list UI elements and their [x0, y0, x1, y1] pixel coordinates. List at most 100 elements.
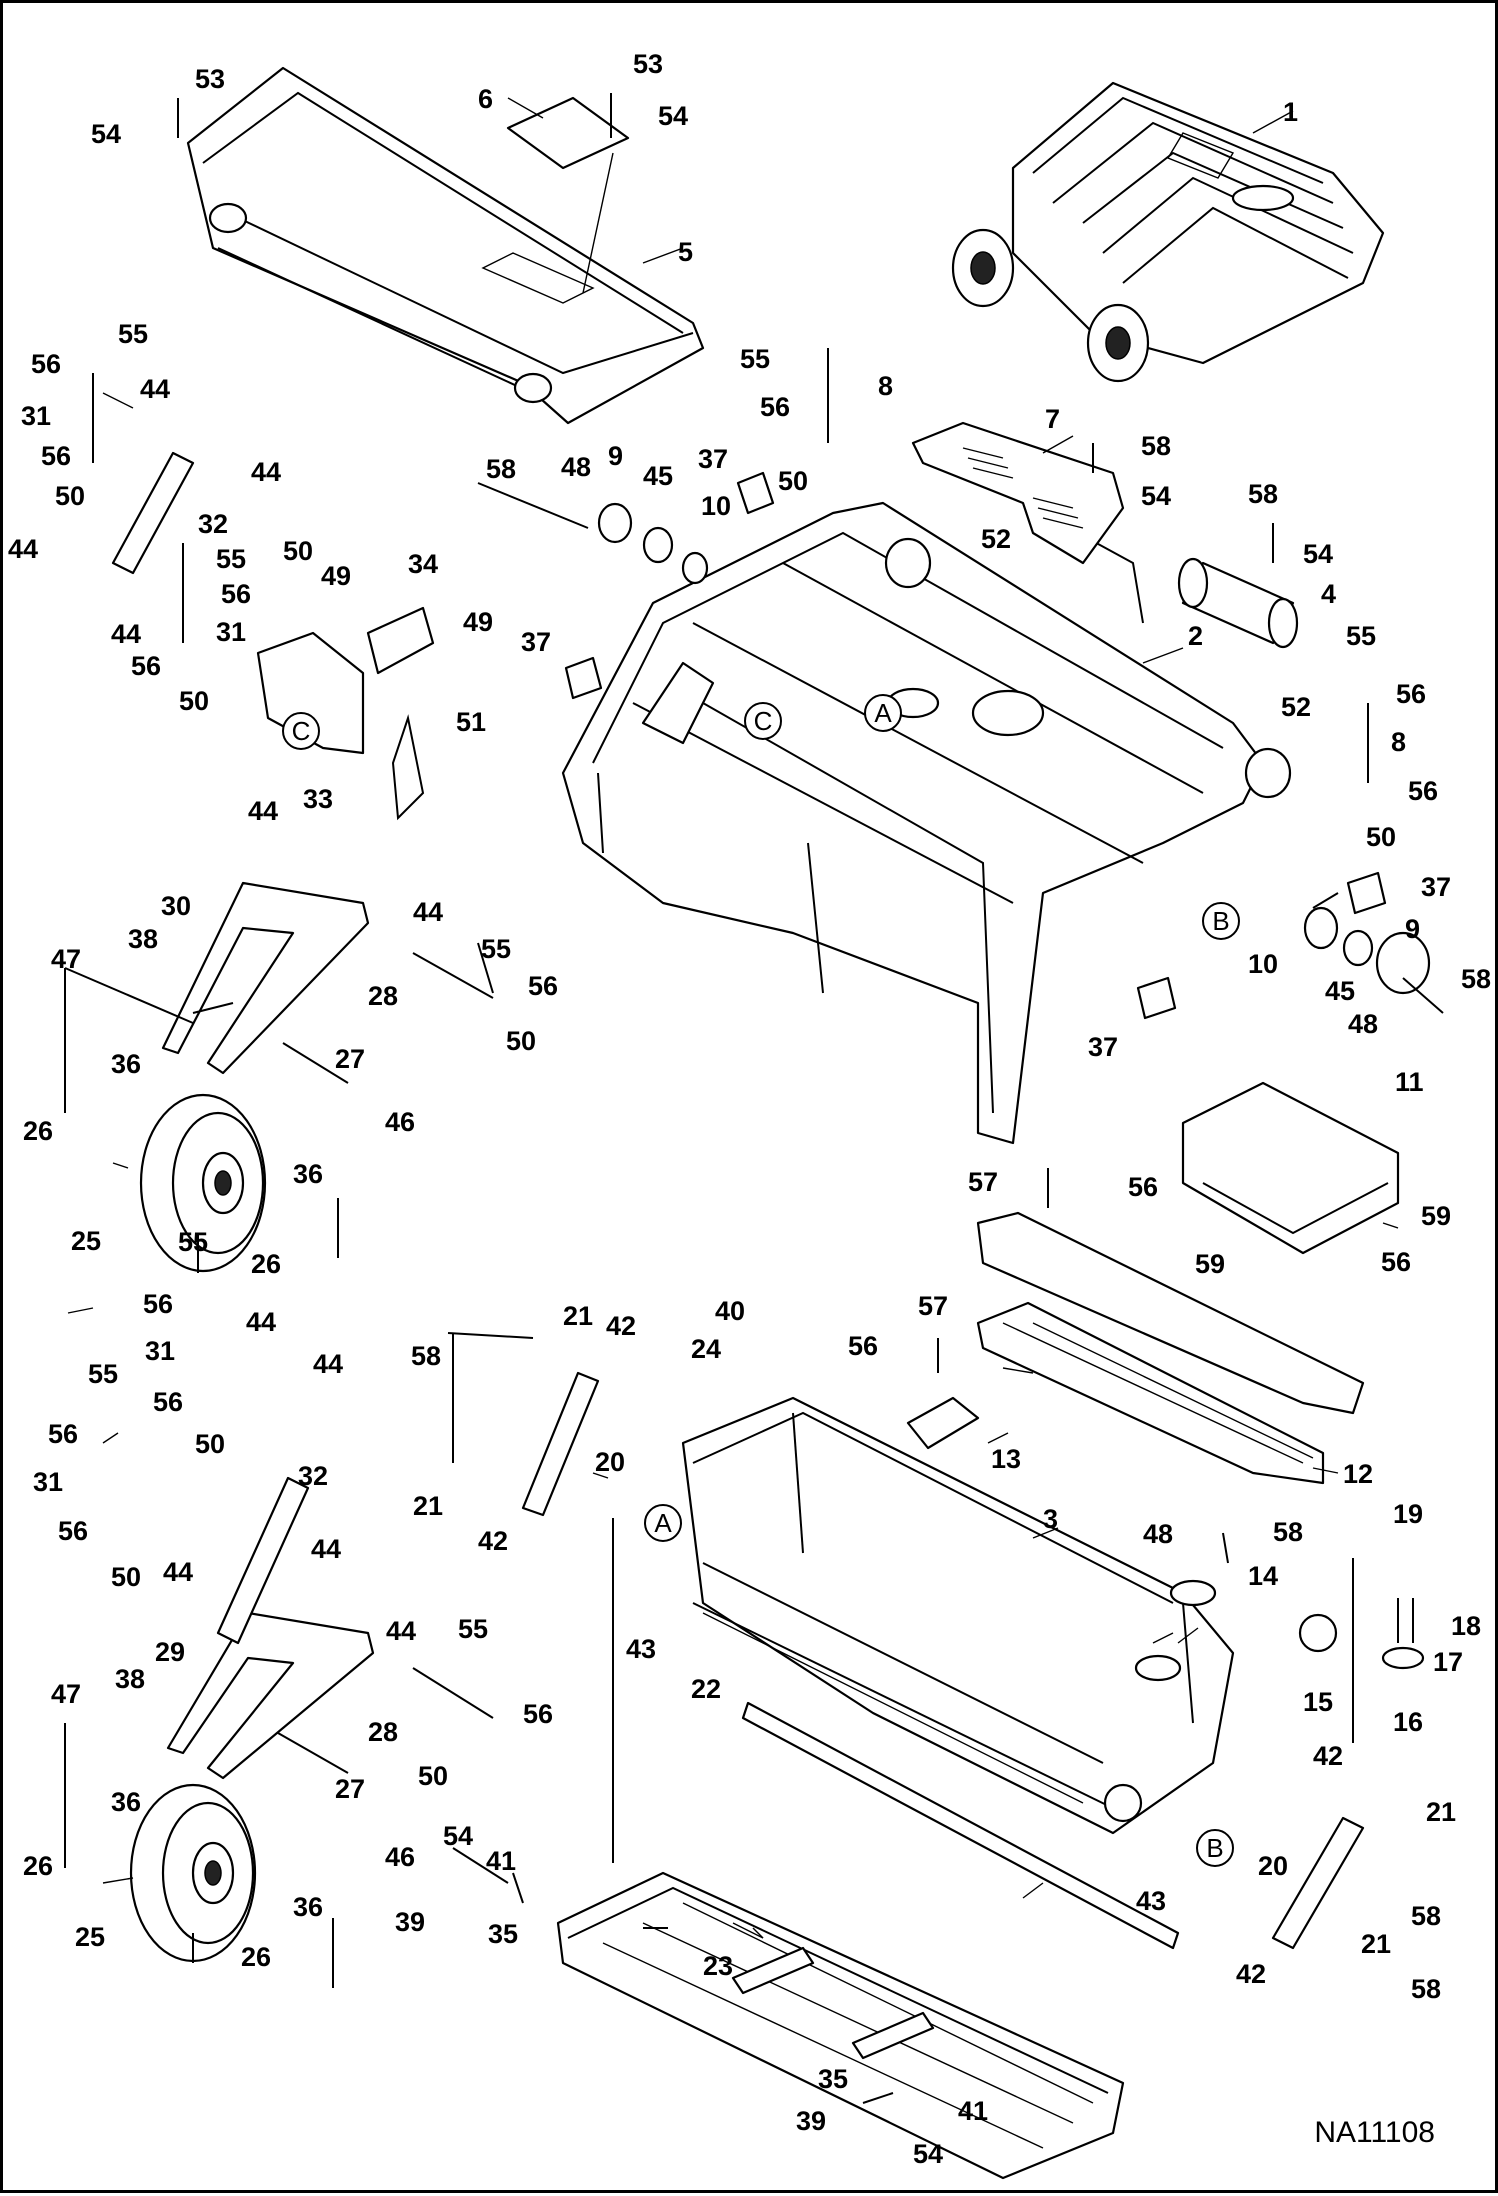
- view-mark-A-upper: A: [864, 694, 902, 732]
- callout-54-a: 54: [91, 119, 121, 149]
- callout-47-upper: 47: [51, 944, 81, 974]
- parts-drawing: A A B B C C 1 2 3 4 5 6 7 8 8 9 9 10 10 …: [8, 49, 1491, 2180]
- callout-25-upper: 25: [71, 1226, 101, 1256]
- fastener-drawings: [92, 93, 1444, 2104]
- callout-52-upper: 52: [981, 524, 1011, 554]
- callout-36-c: 36: [111, 1787, 141, 1817]
- callout-56-i: 56: [1128, 1172, 1158, 1202]
- callout-2: 2: [1188, 621, 1203, 651]
- spacer-drawing: [736, 471, 775, 515]
- callout-47-lower: 47: [51, 1679, 81, 1709]
- callout-10-right: 10: [1248, 949, 1278, 979]
- callout-58-c: 58: [1248, 479, 1278, 509]
- flange-drawing: [1169, 1579, 1217, 1607]
- callout-54-c: 54: [1141, 481, 1171, 511]
- callout-20-left: 20: [595, 1447, 625, 1477]
- callout-25-lower: 25: [75, 1922, 105, 1952]
- callout-38-upper: 38: [128, 924, 158, 954]
- callout-41-upper: 41: [486, 1846, 516, 1876]
- callout-48-b: 48: [1348, 1009, 1378, 1039]
- callout-56-f: 56: [1396, 679, 1426, 709]
- drawing-number: NA11108: [1314, 2116, 1435, 2149]
- roller-tube-drawing: [1177, 557, 1299, 649]
- callout-29: 29: [155, 1637, 185, 1667]
- callout-58-h: 58: [1411, 1974, 1441, 2004]
- callout-27-upper: 27: [335, 1044, 365, 1074]
- svg-text:C: C: [292, 716, 311, 746]
- flap-drawing: [976, 1211, 1365, 1485]
- view-mark-C-right: C: [744, 702, 782, 740]
- callout-26-d: 26: [241, 1942, 271, 1972]
- callout-58-e: 58: [411, 1341, 441, 1371]
- svg-text:A: A: [874, 698, 892, 728]
- callout-21-a: 21: [563, 1301, 593, 1331]
- callout-23: 23: [703, 1951, 733, 1981]
- callout-9-right: 9: [1405, 914, 1420, 944]
- callout-48-c: 48: [1143, 1519, 1173, 1549]
- callout-56-n: 56: [58, 1516, 88, 1546]
- leader-lines: [67, 97, 1399, 1939]
- callout-42-a: 42: [606, 1311, 636, 1341]
- callout-58-a: 58: [486, 454, 516, 484]
- door-panel-drawing: [556, 1871, 1125, 2180]
- link-drawing: [391, 714, 425, 821]
- clamp-drawing: [1298, 1613, 1338, 1653]
- callout-44-c: 44: [8, 534, 38, 564]
- right-shock-drawing: [1271, 1816, 1365, 1950]
- callout-16: 16: [1393, 1707, 1423, 1737]
- strip-drawing: [741, 1701, 1180, 1950]
- callout-44-k: 44: [386, 1616, 416, 1646]
- callout-50-f: 50: [506, 1026, 536, 1056]
- svg-text:B: B: [1206, 1833, 1223, 1863]
- callout-58-b: 58: [1141, 431, 1171, 461]
- callout-19: 19: [1393, 1499, 1423, 1529]
- bracket-drawing: [906, 1396, 980, 1450]
- callout-31-b: 31: [216, 617, 246, 647]
- svg-text:A: A: [654, 1508, 672, 1538]
- view-mark-A-lower: A: [644, 1504, 682, 1542]
- callout-51: 51: [456, 707, 486, 737]
- upper-wheel-arm-drawing: [161, 881, 370, 1075]
- callout-56-g: 56: [1408, 776, 1438, 806]
- callout-39-lower: 39: [796, 2106, 826, 2136]
- callout-6: 6: [478, 84, 493, 114]
- callout-52-right: 52: [1281, 692, 1311, 722]
- callout-59-right: 59: [1421, 1201, 1451, 1231]
- callout-22: 22: [691, 1674, 721, 1704]
- callout-18: 18: [1451, 1611, 1481, 1641]
- callout-56-h: 56: [528, 971, 558, 1001]
- callout-54-b: 54: [658, 101, 688, 131]
- callout-50-d: 50: [778, 466, 808, 496]
- callout-44-e: 44: [248, 796, 278, 826]
- callout-50-i: 50: [418, 1761, 448, 1791]
- callout-36-b: 36: [293, 1159, 323, 1189]
- callout-44-b: 44: [251, 457, 281, 487]
- callout-28-upper: 28: [368, 981, 398, 1011]
- callout-55-f: 55: [178, 1227, 208, 1257]
- top-cover-drawing: [186, 66, 705, 425]
- callout-54-d: 54: [1303, 539, 1333, 569]
- bearing-flange-drawing: [1375, 931, 1431, 995]
- callout-26-b: 26: [251, 1249, 281, 1279]
- callout-46-lower: 46: [385, 1842, 415, 1872]
- callout-21-b: 21: [413, 1491, 443, 1521]
- axle-drawing: [282, 1042, 349, 1084]
- upper-wheel-drawing: [139, 1093, 267, 1273]
- callout-32-lower: 32: [298, 1461, 328, 1491]
- callout-36-a: 36: [111, 1049, 141, 1079]
- callout-41-lower: 41: [958, 2096, 988, 2126]
- callout-49-b: 49: [463, 607, 493, 637]
- callout-56-l: 56: [153, 1387, 183, 1417]
- callout-56-a: 56: [31, 349, 61, 379]
- callout-38-lower: 38: [115, 1664, 145, 1694]
- callout-37-b: 37: [521, 627, 551, 657]
- callout-58-f: 58: [1273, 1517, 1303, 1547]
- callout-31-c: 31: [145, 1336, 175, 1366]
- svg-text:C: C: [754, 706, 773, 736]
- callout-44-j: 44: [311, 1534, 341, 1564]
- callout-58-d: 58: [1461, 964, 1491, 994]
- callout-56-b: 56: [41, 441, 71, 471]
- callout-54-f: 54: [913, 2139, 943, 2169]
- upper-lift-cylinder-drawing: [111, 451, 195, 575]
